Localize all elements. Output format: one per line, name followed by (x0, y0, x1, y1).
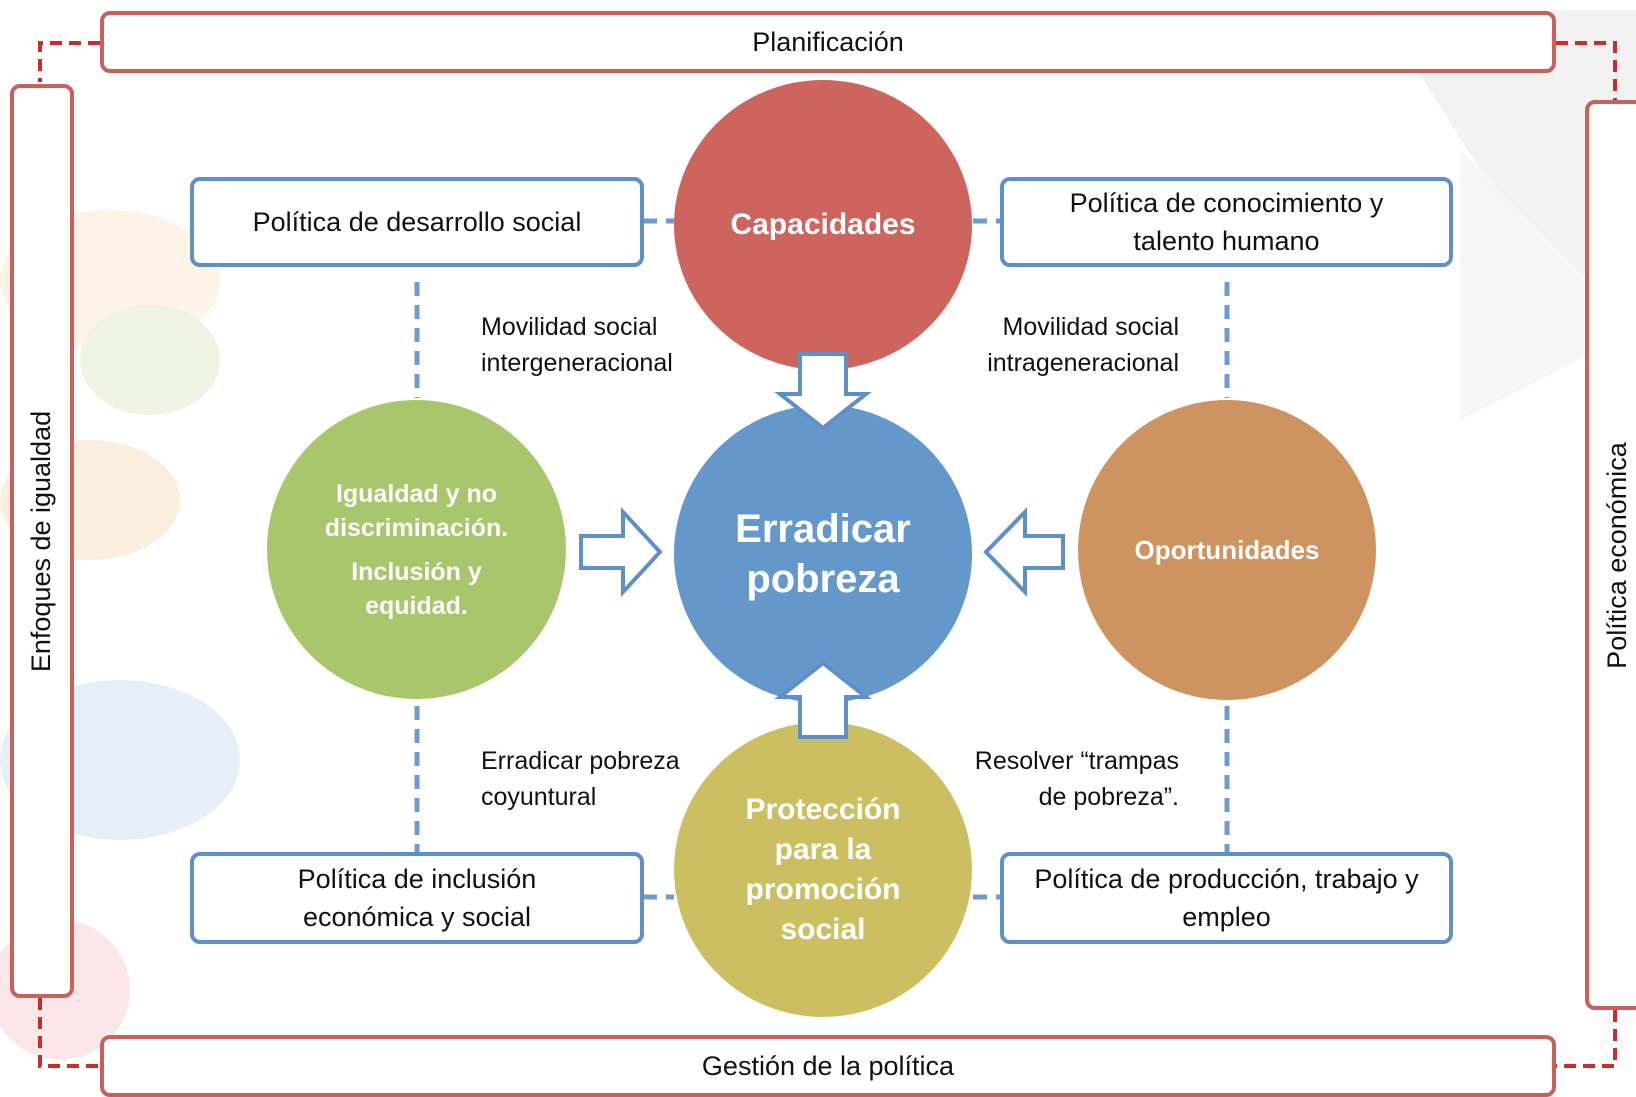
circle-oportunidades-label: Oportunidades (1134, 534, 1320, 565)
arrow-down-icon (774, 352, 872, 431)
arrow-up-icon (774, 660, 872, 739)
note-upper-left: Movilidad social intergeneracional (481, 313, 673, 377)
circle-igualdad: Igualdad y no discriminación. Inclusión … (267, 400, 566, 699)
circle-erradicar-pobreza: Erradicar pobreza (674, 405, 972, 703)
policy-box-top-right: Política de conocimiento y talento human… (1000, 177, 1453, 267)
arrow-right-icon (579, 506, 663, 598)
frame-bottom: Gestión de la política (100, 1035, 1556, 1097)
frame-left: Enfoques de igualdad (10, 84, 74, 998)
circle-igualdad-line3: Inclusión y (351, 557, 482, 586)
circle-igualdad-line4: equidad. (365, 591, 468, 620)
policy-box-bottom-right: Política de producción, trabajo y empleo (1000, 852, 1453, 944)
circle-proteccion-label: Protección para la promoción social (745, 792, 901, 946)
arrow-left-icon (983, 507, 1065, 597)
policy-box-bottom-left: Política de inclusión económica y social (190, 852, 644, 944)
policy-bottom-right-text: Política de producción, trabajo y empleo (1034, 864, 1419, 932)
policy-top-left-text: Política de desarrollo social (252, 207, 582, 237)
circle-capacidades: Capacidades (674, 80, 972, 370)
circle-proteccion: Protección para la promoción social (674, 722, 972, 1017)
note-lower-left: Erradicar pobreza coyuntural (481, 747, 680, 811)
circle-igualdad-line1: Igualdad y no (335, 479, 498, 508)
frame-right: Política económica (1585, 100, 1636, 1010)
note-upper-right: Movilidad social intrageneracional (987, 313, 1179, 377)
connector-bottom-right (1556, 1010, 1617, 1068)
note-lower-right: Resolver “trampas de pobreza”. (974, 747, 1179, 811)
connector-top-left (38, 41, 100, 82)
connector-top-right (1556, 41, 1617, 100)
circle-erradicar-pobreza-label: Erradicar pobreza (735, 507, 911, 601)
frame-top: Planificación (100, 11, 1556, 73)
red-dashed-connectors (38, 41, 1617, 1068)
frame-bottom-label: Gestión de la política (701, 1050, 955, 1081)
circle-oportunidades: Oportunidades (1078, 400, 1376, 700)
circle-capacidades-label: Capacidades (730, 208, 916, 241)
policy-top-right-text: Política de conocimiento y talento human… (1069, 188, 1384, 256)
circle-igualdad-line2: discriminación. (324, 513, 509, 542)
policy-box-top-left: Política de desarrollo social (190, 177, 644, 267)
blue-dashed-connectors (414, 218, 1230, 900)
frame-top-label: Planificación (752, 26, 904, 57)
connector-bottom-left (38, 998, 100, 1068)
policy-bottom-left-text: Política de inclusión económica y social (297, 864, 537, 932)
